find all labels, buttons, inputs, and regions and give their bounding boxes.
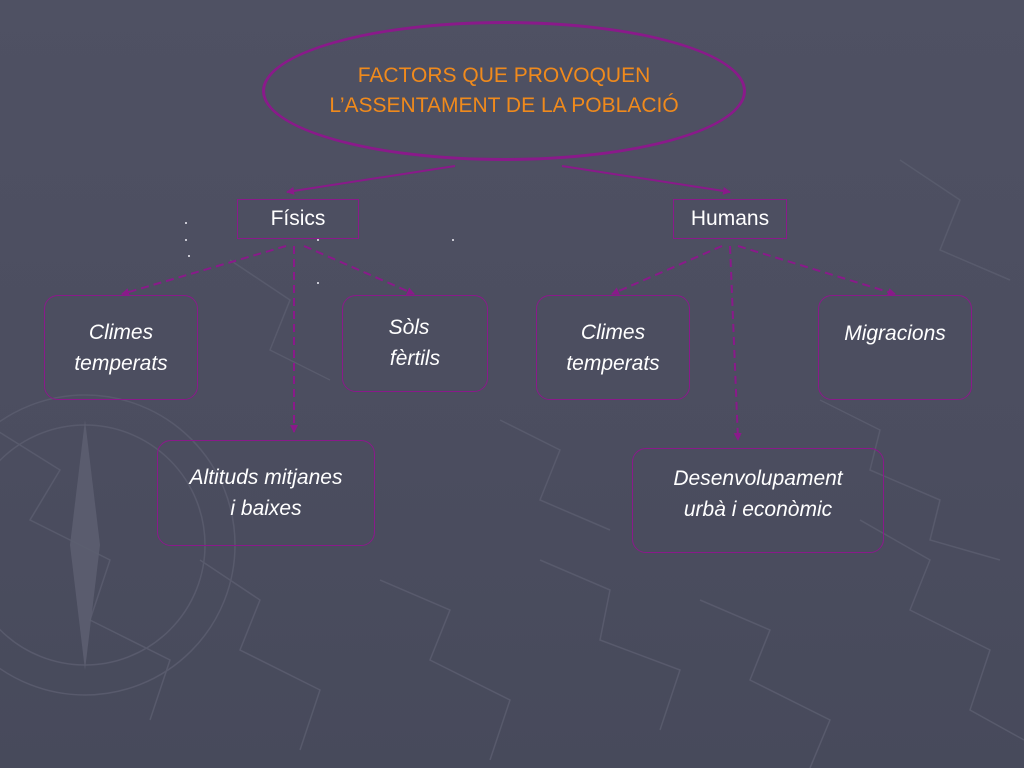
node-fisics-sols-fertils: Sòls fèrtils xyxy=(342,295,488,392)
map-line xyxy=(229,259,331,381)
map-line xyxy=(539,559,681,731)
decorative-dot xyxy=(188,255,190,257)
compass-needle xyxy=(70,420,100,670)
node-text-line-2: temperats xyxy=(566,351,660,375)
arrow-humans-to-climes xyxy=(611,245,723,295)
title-line-1: FACTORS QUE PROVOQUEN xyxy=(357,64,651,87)
title-line-2: L’ASSENTAMENT DE LA POBLACIÓ xyxy=(329,94,679,117)
node-text-line-2: fèrtils xyxy=(389,347,441,370)
category-label-fisics: Físics xyxy=(270,207,326,230)
map-line xyxy=(499,419,611,531)
node-text-line-1: Sòls xyxy=(388,316,430,339)
node-text-line-1: Migracions xyxy=(844,322,946,345)
node-text-line-2: temperats xyxy=(74,351,168,375)
node-text-line-1: Altituds mitjanes xyxy=(189,466,343,489)
arrow-fisics-to-climes xyxy=(121,245,287,296)
node-text-line-1: Desenvolupament xyxy=(673,467,843,490)
map-line xyxy=(199,559,321,751)
node-fisics-climes-temperats: Climes temperats xyxy=(44,295,198,400)
map-line xyxy=(379,579,511,761)
node-text-line-2: i baixes xyxy=(230,497,302,520)
map-line xyxy=(859,519,1024,741)
node-text-line-1: Climes xyxy=(88,320,154,344)
node-text-line-1: Climes xyxy=(580,320,646,344)
decorative-dot xyxy=(317,239,319,241)
map-line xyxy=(819,399,1001,561)
category-box-humans: Humans xyxy=(673,199,787,239)
arrow-title-to-humans xyxy=(561,165,731,195)
arrow-humans-to-migracions xyxy=(737,245,896,296)
category-label-humans: Humans xyxy=(690,207,770,230)
category-box-fisics: Físics xyxy=(237,199,359,239)
node-humans-climes-temperats: Climes temperats xyxy=(536,295,690,400)
node-text-line-2: urbà i econòmic xyxy=(683,498,833,521)
map-line xyxy=(899,159,1011,281)
decorative-dot xyxy=(185,222,187,224)
decorative-dot xyxy=(317,282,319,284)
arrow-humans-to-desenvolupament xyxy=(729,245,742,441)
node-humans-migracions: Migracions xyxy=(818,295,972,400)
arrow-title-to-fisics xyxy=(286,165,456,195)
map-line xyxy=(0,431,171,721)
title-ellipse: FACTORS QUE PROVOQUEN L’ASSENTAMENT DE L… xyxy=(262,21,746,161)
arrow-fisics-to-sols xyxy=(303,245,415,295)
decorative-dot xyxy=(452,239,454,241)
node-fisics-altituds: Altituds mitjanes i baixes xyxy=(157,440,375,546)
decorative-dot xyxy=(185,239,187,241)
map-line xyxy=(699,599,831,768)
node-humans-desenvolupament: Desenvolupament urbà i econòmic xyxy=(632,448,884,553)
